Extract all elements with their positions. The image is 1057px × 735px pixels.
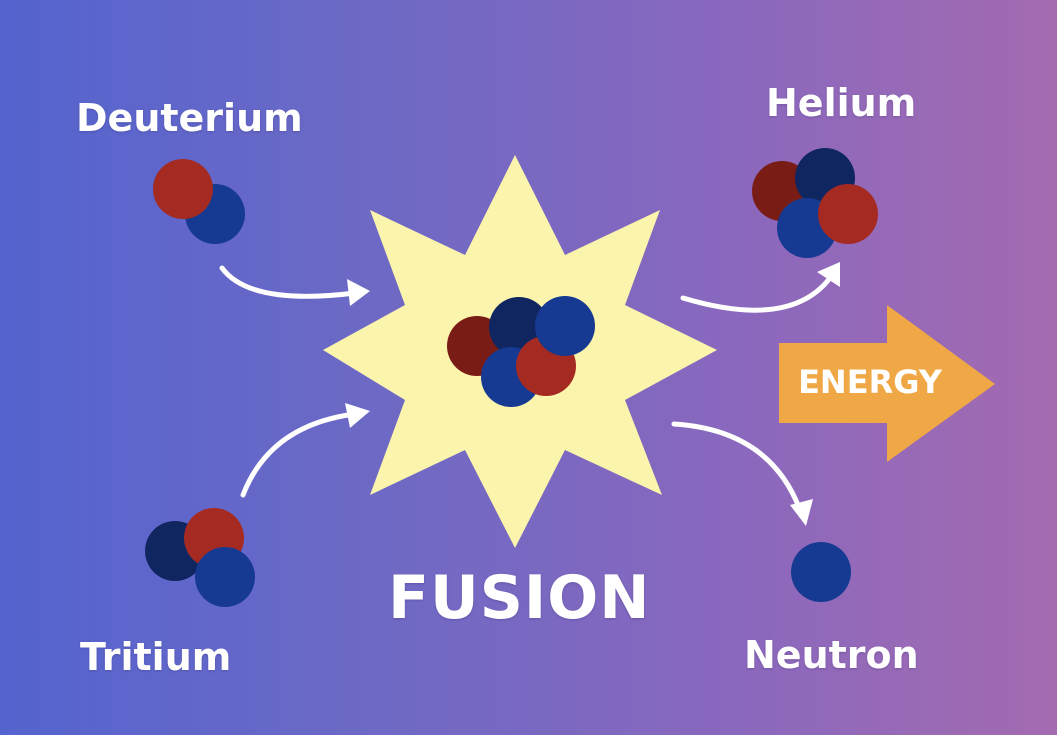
arrowheads <box>345 262 840 526</box>
arrowhead-neutron <box>790 499 813 526</box>
arrowhead-tritium <box>345 403 370 428</box>
tritium-neutron-front <box>195 547 255 607</box>
energy-label: ENERGY <box>798 363 942 401</box>
helium-label: Helium <box>766 81 917 125</box>
deuterium-label: Deuterium <box>76 96 303 140</box>
fused-nucleus <box>447 296 595 407</box>
deuterium-proton <box>153 159 213 219</box>
deuterium-nucleus <box>153 159 245 244</box>
arrow-fusion-to-neutron <box>671 421 803 513</box>
arrowhead-helium <box>817 262 840 287</box>
helium-proton-front <box>818 184 878 244</box>
tritium-label: Tritium <box>80 635 232 679</box>
arrow-tritium-to-fusion <box>240 411 358 498</box>
reaction-arrows <box>219 265 833 513</box>
arrow-fusion-to-helium <box>680 275 833 313</box>
arrow-deuterium-to-fusion <box>219 265 358 299</box>
fused-neutron-front <box>535 296 595 356</box>
arrowhead-deuterium <box>347 279 370 306</box>
energy-arrow <box>779 305 995 462</box>
tritium-nucleus <box>145 508 255 607</box>
neutron-label: Neutron <box>744 633 919 677</box>
helium-nucleus <box>752 148 878 258</box>
free-neutron <box>791 542 851 602</box>
fusion-title: FUSION <box>388 563 651 633</box>
